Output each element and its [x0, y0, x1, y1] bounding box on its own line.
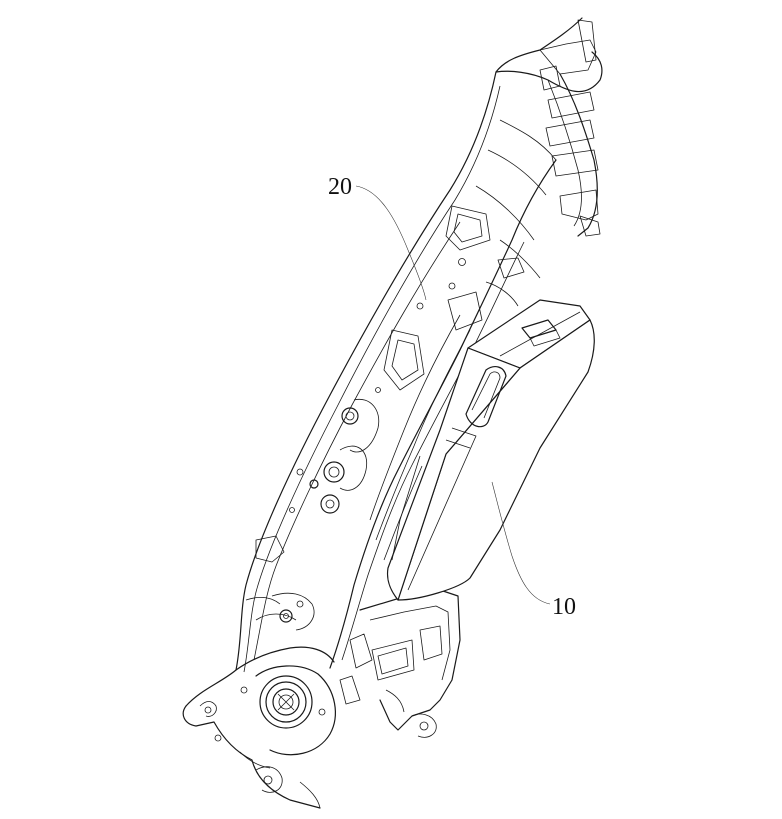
seat-back-frame: [185, 17, 603, 707]
lower-mechanism: [339, 589, 461, 738]
recliner-hinge: [182, 665, 336, 809]
label-20: 20: [328, 174, 352, 200]
leader-line-20: [355, 185, 427, 301]
leader-line-10: [491, 481, 551, 605]
label-10: 10: [552, 594, 576, 620]
side-box-module: [386, 299, 595, 601]
